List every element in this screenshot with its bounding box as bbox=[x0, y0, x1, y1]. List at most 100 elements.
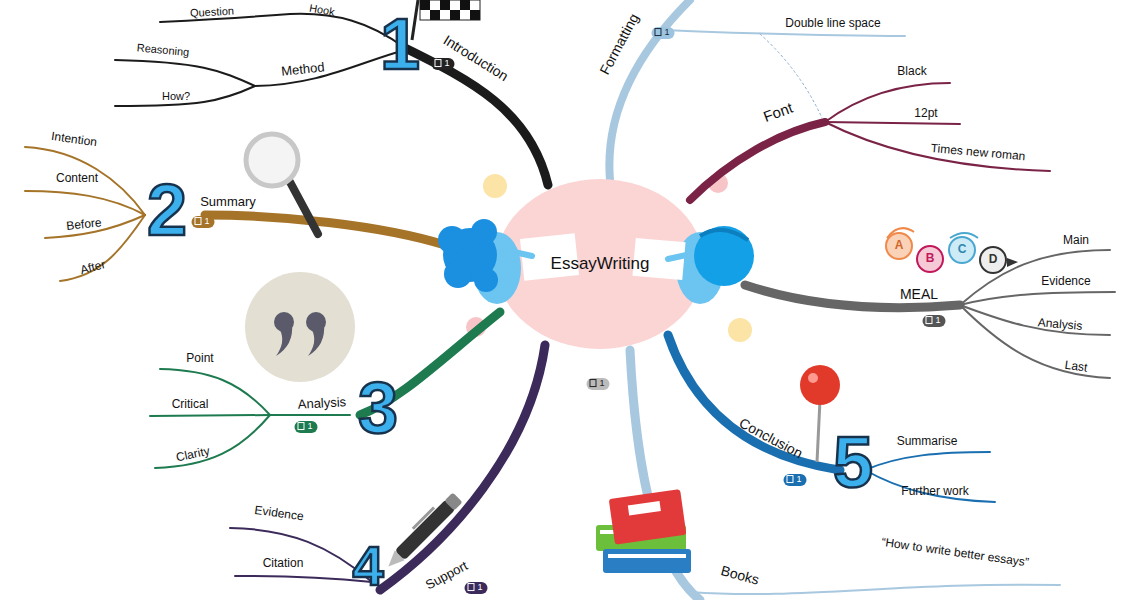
leaf-label-text: Evidence bbox=[1041, 274, 1090, 288]
leaf-label: Content bbox=[56, 172, 98, 186]
note-badge-text: 1 bbox=[796, 474, 801, 484]
leaf-label-text: Evidence bbox=[254, 503, 305, 524]
leaf-label-text: Further work bbox=[901, 484, 968, 498]
note-badge-text: 1 bbox=[664, 27, 669, 37]
branch-lines bbox=[230, 528, 372, 582]
leaf-label-text: Clarity bbox=[175, 444, 211, 465]
branch-lines bbox=[825, 83, 950, 122]
meal-letter: D bbox=[989, 253, 998, 267]
leaf-label: Black bbox=[897, 65, 926, 79]
meal-letter-text: C bbox=[958, 242, 967, 256]
magnifier-icon bbox=[246, 134, 318, 234]
note-badge: 1 bbox=[191, 216, 214, 228]
note-icon bbox=[654, 28, 661, 36]
leaf-label: 12pt bbox=[914, 107, 937, 121]
note-badge-text: 1 bbox=[599, 378, 604, 388]
books-icon bbox=[608, 554, 686, 558]
magnifier-icon bbox=[246, 134, 298, 186]
leaf-label: Evidence bbox=[1041, 275, 1090, 289]
branch-lines bbox=[405, 48, 548, 185]
leaf-label: How? bbox=[162, 90, 190, 103]
branch-label-text: Books bbox=[719, 562, 761, 588]
callout-number: 1 bbox=[380, 8, 420, 80]
branch-lines bbox=[825, 122, 1050, 171]
finish-flag bbox=[412, 0, 480, 40]
leaf-label-text: 12pt bbox=[914, 106, 937, 120]
leaf-label-text: Citation bbox=[263, 556, 304, 570]
leaf-label-text: Before bbox=[66, 215, 103, 233]
leaf-label-text: Last bbox=[1064, 358, 1088, 375]
branch-label-text: Conclusion bbox=[737, 415, 806, 462]
leaf-label-text: Double line space bbox=[785, 16, 880, 30]
callout-number: 5 bbox=[833, 426, 873, 498]
leaf-label-text: Critical bbox=[172, 397, 209, 411]
leaf-label-text: Content bbox=[56, 171, 98, 185]
meal-letter-text: D bbox=[989, 252, 998, 266]
branch-lines bbox=[960, 305, 1110, 378]
leaf-label: Evidence bbox=[254, 504, 305, 525]
branch-lines bbox=[150, 415, 270, 416]
branch-label: Formatting bbox=[596, 11, 642, 78]
branch-label-text: Method bbox=[281, 59, 326, 78]
finish-flag bbox=[420, 0, 480, 20]
callout-number: 2 bbox=[147, 174, 187, 246]
meal-circles bbox=[917, 246, 943, 272]
branch-label: Conclusion bbox=[737, 415, 806, 462]
quote-icon bbox=[245, 272, 355, 382]
quote-icon bbox=[276, 324, 292, 356]
branch-lines bbox=[690, 585, 1060, 594]
branch-lines bbox=[690, 122, 825, 200]
note-badge: 1 bbox=[464, 582, 487, 594]
branch-lines bbox=[960, 305, 1110, 335]
callout-number-text: 5 bbox=[833, 422, 873, 502]
branch-lines bbox=[668, 335, 840, 470]
note-badge: 1 bbox=[922, 315, 945, 327]
leaf-label-text: Point bbox=[186, 351, 213, 365]
note-badge: 1 bbox=[294, 421, 317, 433]
meal-circles bbox=[949, 237, 975, 263]
leaf-label: Critical bbox=[172, 398, 209, 412]
branch-label: Summary bbox=[200, 195, 256, 210]
meal-circles bbox=[980, 247, 1006, 273]
note-badge: 1 bbox=[651, 27, 674, 39]
note-badge-text: 1 bbox=[307, 421, 312, 431]
leaf-label: Clarity bbox=[175, 445, 211, 466]
pen-icon bbox=[381, 490, 463, 572]
leaf-label-text: Question bbox=[190, 5, 235, 19]
topic-text: EssayWriting bbox=[551, 254, 650, 274]
callout-number: 3 bbox=[358, 372, 398, 444]
callout-number-text: 4 bbox=[352, 534, 383, 597]
branch-label-text: Formatting bbox=[596, 11, 642, 78]
callout-number: 4 bbox=[352, 538, 383, 594]
finish-flag bbox=[430, 10, 440, 20]
leaf-label: Question bbox=[190, 5, 235, 20]
callout-number-text: 1 bbox=[380, 4, 420, 84]
branch-lines bbox=[115, 60, 255, 86]
pin-icon bbox=[808, 373, 818, 383]
meal-letter-text: B bbox=[926, 251, 935, 265]
branch-label-text: Support bbox=[423, 558, 470, 593]
branch-lines bbox=[160, 369, 270, 415]
branch-lines bbox=[235, 576, 372, 582]
branch-lines bbox=[25, 191, 145, 215]
branch-label: Books bbox=[719, 562, 761, 588]
finish-flag bbox=[420, 0, 430, 10]
branch-lines bbox=[25, 0, 1115, 600]
decor-dots bbox=[728, 318, 752, 342]
leaf-label-text: Summarise bbox=[897, 434, 958, 448]
leaf-label: Intention bbox=[50, 130, 98, 150]
branch-label: Method bbox=[281, 60, 326, 79]
leaf-label: After bbox=[79, 258, 107, 278]
finish-flag bbox=[470, 10, 480, 20]
leaf-label-text: Times new roman bbox=[930, 141, 1026, 163]
branch-lines bbox=[115, 86, 255, 106]
magnifier-icon bbox=[290, 182, 318, 234]
note-badge-text: 1 bbox=[444, 58, 449, 68]
branch-label: Font bbox=[761, 99, 795, 125]
finish-flag bbox=[450, 10, 460, 20]
quote-icon bbox=[308, 324, 324, 356]
branch-lines bbox=[865, 470, 995, 502]
branch-lines bbox=[960, 292, 1115, 305]
leaf-label-text: Hook bbox=[308, 2, 335, 18]
meal-letter: A bbox=[895, 239, 904, 253]
